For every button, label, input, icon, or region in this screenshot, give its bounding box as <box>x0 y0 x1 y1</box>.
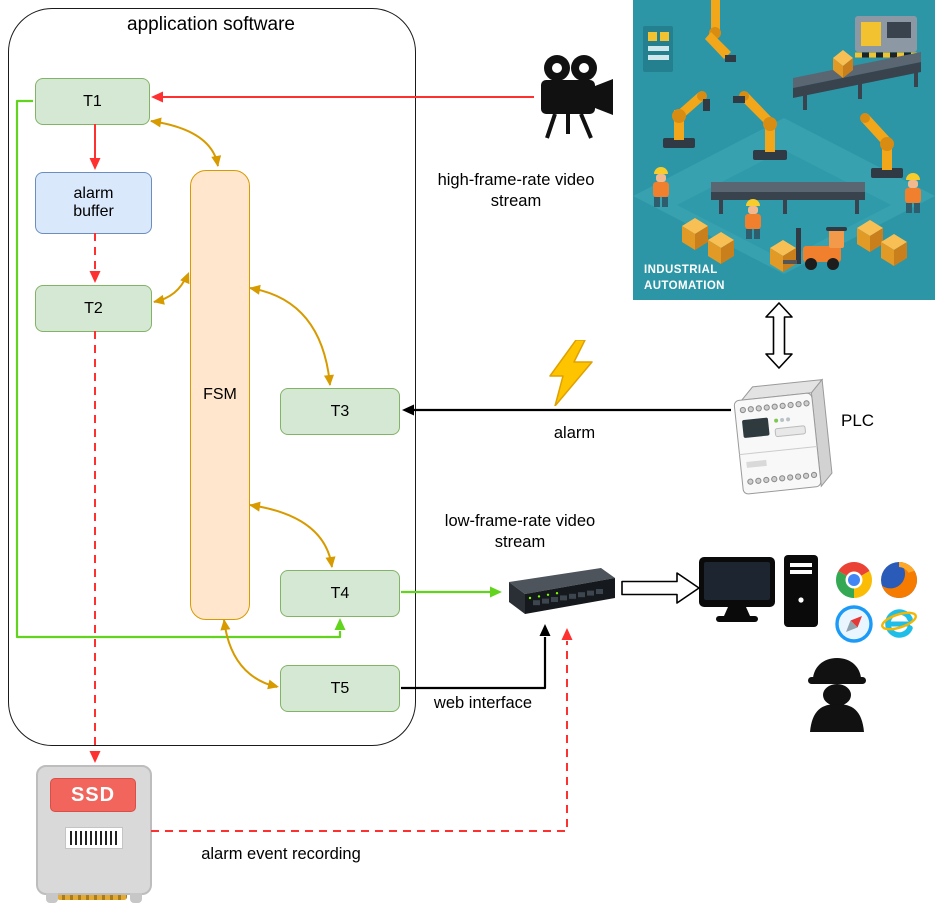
plc-icon <box>730 378 835 503</box>
video-camera-icon <box>535 52 615 140</box>
ie-icon <box>879 604 919 644</box>
alarm-label: alarm <box>553 424 596 442</box>
task-t1-label: T1 <box>83 92 102 110</box>
plc-label: PLC <box>841 411 875 430</box>
task-t5: T5 <box>280 665 400 712</box>
switch-to-pc-arrow <box>621 572 700 604</box>
ssd-foot-left <box>46 893 58 903</box>
web-interface-label: web interface <box>433 694 533 712</box>
safari-icon <box>834 604 874 644</box>
monitor-icon <box>698 556 778 626</box>
factory-illustration <box>633 0 935 300</box>
fsm: FSM <box>190 170 250 620</box>
pc-tower-icon <box>783 554 821 630</box>
application-software-title: application software <box>127 14 295 35</box>
chrome-icon <box>834 560 874 600</box>
industrial-automation-caption: INDUSTRIAL AUTOMATION <box>644 264 725 293</box>
worker-icon <box>800 650 874 732</box>
task-t2: T2 <box>35 285 152 332</box>
high-frame-rate-label: high-frame-rate video stream <box>437 171 595 210</box>
ssd-label: SSD <box>50 778 136 812</box>
firefox-icon <box>879 560 919 600</box>
task-t4: T4 <box>280 570 400 617</box>
task-t4-label: T4 <box>330 584 350 602</box>
task-t3: T3 <box>280 388 400 435</box>
ssd-icon: SSD <box>36 765 152 903</box>
network-switch-icon <box>503 562 619 624</box>
task-t2-label: T2 <box>84 299 103 317</box>
lightning-icon <box>546 340 598 406</box>
task-t1: T1 <box>35 78 150 125</box>
alarm-buffer-label: alarm buffer <box>73 185 114 220</box>
alarm-event-recording-label: alarm event recording <box>201 845 361 863</box>
alarm-buffer: alarm buffer <box>35 172 152 234</box>
edge-t5-to-switch <box>401 637 547 690</box>
low-frame-rate-label: low-frame-rate video stream <box>444 512 596 551</box>
task-t5-label: T5 <box>330 679 350 697</box>
ssd-barcode-bars <box>70 831 118 845</box>
task-t3-label: T3 <box>330 402 350 420</box>
ssd-foot-right <box>130 893 142 903</box>
factory-plc-double-arrow <box>765 302 793 369</box>
fsm-label: FSM <box>203 386 237 403</box>
ssd-barcode <box>65 827 123 849</box>
